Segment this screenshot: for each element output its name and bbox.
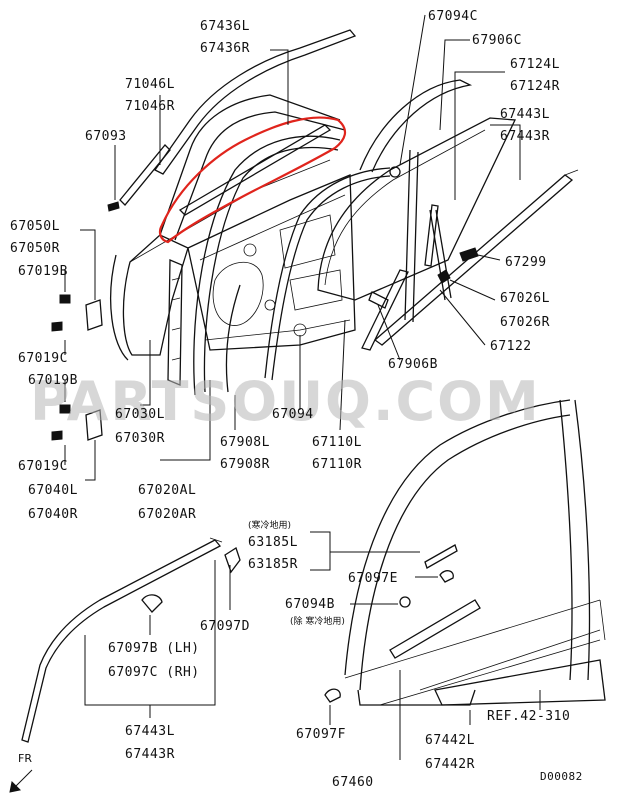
label-67908R: 67908R <box>220 457 270 472</box>
label-67908L: 67908L <box>220 435 270 450</box>
body-opening-drawing <box>324 399 606 706</box>
label-67040R: 67040R <box>28 507 78 522</box>
watermark: PARTSOUQ.COM <box>30 370 541 433</box>
label-67097B: 67097B (LH) <box>108 641 200 656</box>
label-67093: 67093 <box>85 129 127 144</box>
label-67442R: 67442R <box>425 757 475 772</box>
label-67094C: 67094C <box>428 9 478 24</box>
label-67442L: 67442L <box>425 733 475 748</box>
label-67094: 67094 <box>272 407 314 422</box>
arrowhead-icon <box>9 780 22 793</box>
label-67020AR: 67020AR <box>138 507 196 522</box>
label-71046L: 71046L <box>125 77 175 92</box>
label-67436L: 67436L <box>200 19 250 34</box>
label-67030L: 67030L <box>115 407 165 422</box>
label-67460: 67460 <box>332 775 374 790</box>
label-67097D: 67097D <box>200 619 250 634</box>
label-67110R: 67110R <box>312 457 362 472</box>
label-67026R: 67026R <box>500 315 550 330</box>
label-67050L: 67050L <box>10 219 60 234</box>
label-63185L: 63185L <box>248 535 298 550</box>
leader-lines <box>64 14 541 760</box>
label-67019C-1: 67019C <box>18 351 68 366</box>
label-67443L-bottom: 67443L <box>125 724 175 739</box>
label-67110L: 67110L <box>312 435 362 450</box>
part-labels: 67436L 67436R 71046L 71046R 67093 67094C… <box>10 9 583 790</box>
drawing-id: D00082 <box>540 770 583 783</box>
label-67124R: 67124R <box>510 79 560 94</box>
label-67030R: 67030R <box>115 431 165 446</box>
label-67094B: 67094B <box>285 597 335 612</box>
label-67906C: 67906C <box>472 33 522 48</box>
front-direction-indicator: FR <box>9 752 33 793</box>
label-67097E: 67097E <box>348 571 398 586</box>
label-67050R: 67050R <box>10 241 60 256</box>
label-67443R-top: 67443R <box>500 129 550 144</box>
door-assembly-drawing <box>51 29 579 441</box>
label-67019B-2: 67019B <box>28 373 78 388</box>
label-67443R-bottom: 67443R <box>125 747 175 762</box>
note-cold-climate: (寒冷地用) <box>248 519 291 531</box>
label-67122: 67122 <box>490 339 532 354</box>
label-67019B-1: 67019B <box>18 264 68 279</box>
label-67019C-2: 67019C <box>18 459 68 474</box>
label-67020AL: 67020AL <box>138 483 196 498</box>
label-67026L: 67026L <box>500 291 550 306</box>
label-63185R: 63185R <box>248 557 298 572</box>
label-67299: 67299 <box>505 255 547 270</box>
note-except-cold-climate: (除 寒冷地用) <box>290 615 345 627</box>
label-67436R: 67436R <box>200 41 250 56</box>
label-67443L-top: 67443L <box>500 107 550 122</box>
label-67097C: 67097C (RH) <box>108 665 200 680</box>
label-71046R: 71046R <box>125 99 175 114</box>
label-67040L: 67040L <box>28 483 78 498</box>
label-67906B: 67906B <box>388 357 438 372</box>
label-67097F: 67097F <box>296 727 346 742</box>
direction-label: FR <box>18 752 32 765</box>
roof-moulding-drawing <box>21 537 241 743</box>
label-67124L: 67124L <box>510 57 560 72</box>
label-ref-42-310: REF.42-310 <box>487 709 570 724</box>
